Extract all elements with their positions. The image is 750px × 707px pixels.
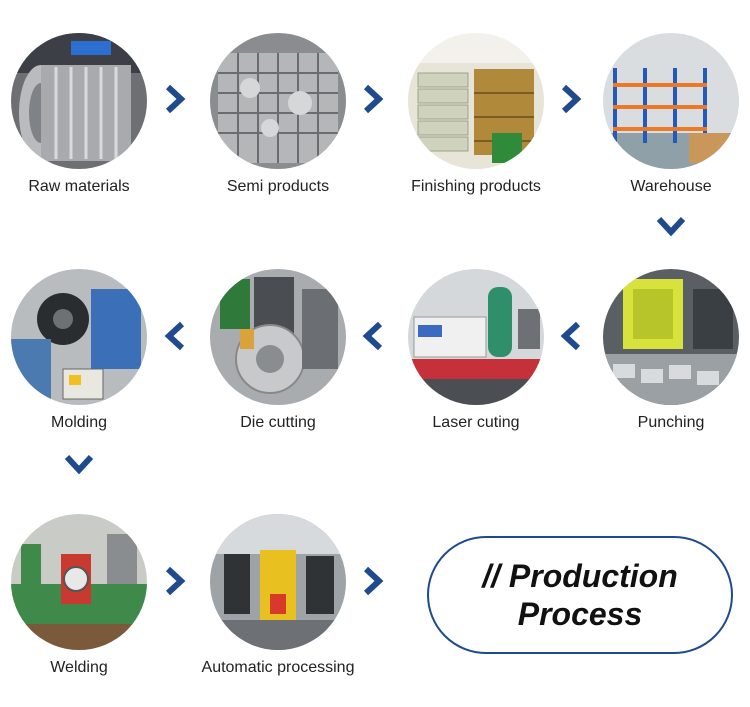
- step-automatic-processing: Automatic processing: [188, 514, 368, 677]
- finishing-products-photo: [408, 33, 544, 169]
- die-cutting-photo: [210, 269, 346, 405]
- step-label: Molding: [0, 414, 169, 432]
- semi-products-photo: [210, 33, 346, 169]
- chevron-left-icon: [158, 319, 192, 353]
- chevron-right-icon: [158, 564, 192, 598]
- chevron-left-icon: [554, 319, 588, 353]
- step-punching: Punching: [581, 269, 750, 432]
- production-process-title-box: // Production Process: [427, 536, 733, 654]
- welding-photo: [11, 514, 147, 650]
- step-welding: Welding: [0, 514, 169, 677]
- step-label: Raw materials: [0, 178, 169, 196]
- chevron-right-icon: [356, 82, 390, 116]
- chevron-down-icon: [62, 447, 96, 481]
- raw-materials-photo: [11, 33, 147, 169]
- step-semi-products: Semi products: [188, 33, 368, 196]
- step-finishing-products: Finishing products: [386, 33, 566, 196]
- step-warehouse: Warehouse: [581, 33, 750, 196]
- step-label: Automatic processing: [188, 659, 368, 677]
- title-line-1: // Production: [482, 557, 678, 595]
- step-die-cutting: Die cutting: [188, 269, 368, 432]
- warehouse-photo: [603, 33, 739, 169]
- step-label: Finishing products: [386, 178, 566, 196]
- automatic-processing-photo: [210, 514, 346, 650]
- chevron-right-icon: [554, 82, 588, 116]
- step-label: Die cutting: [188, 414, 368, 432]
- punching-photo: [603, 269, 739, 405]
- step-label: Warehouse: [581, 178, 750, 196]
- step-label: Welding: [0, 659, 169, 677]
- title-line-2: Process: [482, 595, 678, 633]
- chevron-down-icon: [654, 209, 688, 243]
- molding-photo: [11, 269, 147, 405]
- step-label: Laser cuting: [386, 414, 566, 432]
- production-process-title: // Production Process: [482, 557, 678, 633]
- step-laser-cuting: Laser cuting: [386, 269, 566, 432]
- chevron-right-icon: [158, 82, 192, 116]
- step-label: Semi products: [188, 178, 368, 196]
- chevron-left-icon: [356, 319, 390, 353]
- step-label: Punching: [581, 414, 750, 432]
- chevron-right-icon: [356, 564, 390, 598]
- step-raw-materials: Raw materials: [0, 33, 169, 196]
- step-molding: Molding: [0, 269, 169, 432]
- laser-cuting-photo: [408, 269, 544, 405]
